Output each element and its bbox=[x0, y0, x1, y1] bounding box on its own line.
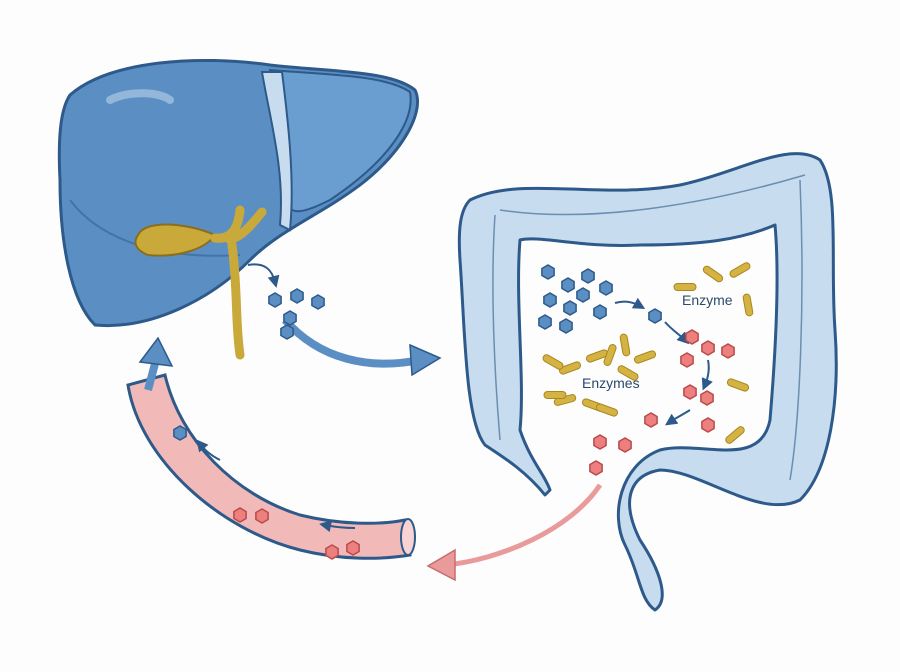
enzyme-rod bbox=[619, 333, 631, 357]
large-intestine bbox=[457, 152, 838, 612]
secondary-bile-acid bbox=[683, 384, 697, 400]
primary-bile-acid bbox=[559, 318, 573, 334]
enzyme-rod bbox=[617, 365, 639, 381]
small-arrows bbox=[196, 263, 713, 533]
enzyme-bacteria bbox=[542, 262, 754, 444]
primary-bile-acid bbox=[283, 310, 297, 326]
secondary-bile-acid bbox=[680, 352, 694, 368]
enzyme-rod bbox=[702, 265, 724, 283]
secondary-bile-acid bbox=[644, 412, 658, 428]
enzyme-rod bbox=[729, 262, 751, 278]
enzyme-rod bbox=[726, 378, 750, 392]
secondary-bile-acid bbox=[701, 340, 715, 356]
primary-bile-acid bbox=[280, 324, 294, 340]
arrow-liver-to-intestine-head bbox=[409, 343, 442, 377]
arrow-liver-to-intestine bbox=[281, 317, 421, 368]
blood-vessel bbox=[126, 373, 416, 560]
secondary-bile-acid bbox=[255, 508, 269, 524]
enzyme-rod bbox=[558, 361, 582, 375]
arrow-intestine-to-vessel-head bbox=[426, 548, 456, 582]
primary-bile-acid bbox=[576, 287, 590, 303]
primary-bile-acid bbox=[173, 425, 187, 441]
label-enzyme: Enzyme bbox=[682, 292, 733, 308]
enzyme-rod bbox=[543, 391, 567, 399]
enzyme-rod bbox=[742, 293, 754, 317]
secondary-bile-acid bbox=[346, 540, 360, 556]
label-enzymes: Enzymes bbox=[582, 375, 640, 391]
primary-bile-acid bbox=[538, 314, 552, 330]
primary-bile-acid bbox=[290, 288, 304, 304]
arrow-vessel-to-liver bbox=[144, 358, 160, 392]
bile-acid-molecules bbox=[173, 264, 735, 560]
primary-bile-acid bbox=[648, 308, 662, 324]
arrow-intestine-to-vessel bbox=[444, 483, 603, 568]
primary-bile-acid bbox=[268, 292, 282, 308]
secondary-bile-acid bbox=[593, 434, 607, 450]
secondary-bile-acid bbox=[589, 460, 603, 476]
primary-bile-acid bbox=[561, 277, 575, 293]
secondary-bile-acid bbox=[685, 329, 699, 345]
secondary-bile-acid bbox=[721, 343, 735, 359]
enzyme-rod bbox=[595, 403, 619, 417]
secondary-bile-acid bbox=[233, 507, 247, 523]
arrow-vessel-to-liver-head bbox=[138, 336, 174, 367]
secondary-bile-acid bbox=[618, 437, 632, 453]
enzyme-rod bbox=[725, 426, 745, 444]
enzyme-rod bbox=[542, 354, 564, 370]
secondary-bile-acid bbox=[701, 417, 715, 433]
gallbladder bbox=[134, 205, 267, 360]
primary-bile-acid bbox=[311, 294, 325, 310]
secondary-bile-acid bbox=[325, 544, 339, 560]
enzyme-rod bbox=[633, 350, 657, 364]
primary-bile-acid bbox=[593, 304, 607, 320]
enzyme-rod bbox=[603, 343, 617, 367]
primary-bile-acid bbox=[543, 292, 557, 308]
enzyme-rod bbox=[673, 283, 697, 291]
liver bbox=[57, 58, 420, 328]
primary-bile-acid bbox=[581, 268, 595, 284]
secondary-bile-acid bbox=[700, 390, 714, 406]
primary-bile-acid bbox=[599, 280, 613, 296]
primary-bile-acid bbox=[541, 264, 555, 280]
primary-bile-acid bbox=[563, 300, 577, 316]
